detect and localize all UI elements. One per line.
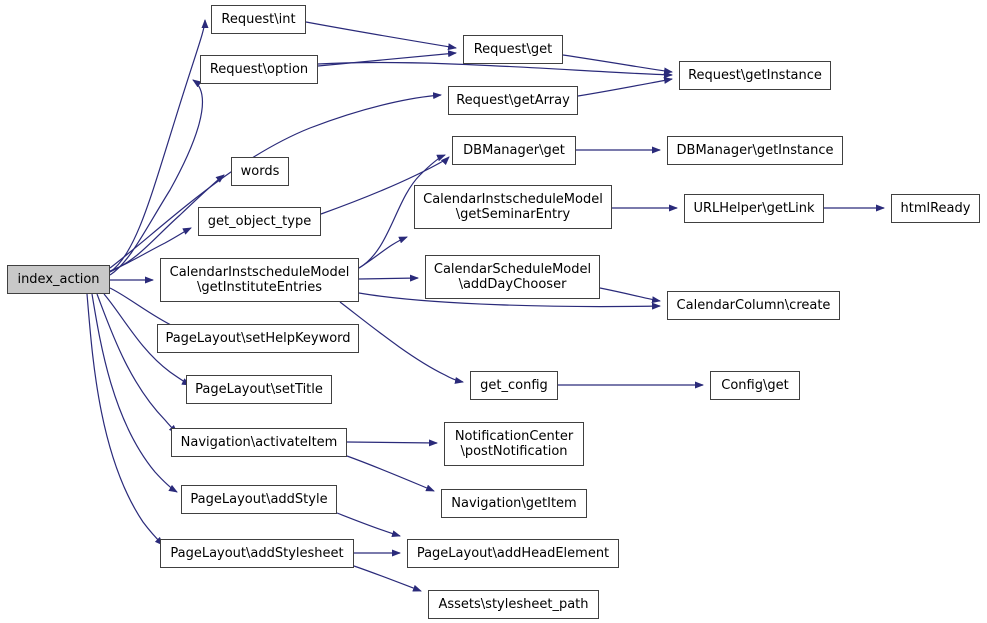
- graph-node-dbmanager_get[interactable]: DBManager\get: [452, 136, 576, 165]
- graph-node-request_get[interactable]: Request\get: [463, 35, 563, 64]
- graph-node-label: htmlReady: [900, 201, 971, 216]
- graph-node-pl_sethelpkeyword[interactable]: PageLayout\setHelpKeyword: [157, 324, 359, 353]
- edge-nav_activateitem-to-notif_post: [346, 439, 438, 447]
- graph-node-label: PageLayout\addHeadElement: [416, 546, 610, 561]
- graph-node-label: Request\int: [221, 12, 296, 27]
- graph-node-index_action[interactable]: index_action: [7, 265, 110, 294]
- graph-node-label: Request\getArray: [456, 93, 570, 108]
- graph-node-pl_addstylesheet[interactable]: PageLayout\addStylesheet: [160, 539, 354, 568]
- graph-node-label: Navigation\activateItem: [180, 435, 338, 450]
- graph-node-label: words: [240, 164, 280, 179]
- graph-node-label: Request\option: [209, 62, 309, 77]
- edge-index_action-to-request_option: [109, 79, 203, 276]
- graph-node-label: Request\get: [473, 42, 553, 57]
- graph-node-request_getarray[interactable]: Request\getArray: [448, 86, 578, 115]
- edge-nav_activateitem-to-nav_getitem: [346, 455, 435, 492]
- edge-request_getarray-to-request_getinstance: [577, 76, 673, 97]
- graph-node-label: CalendarInstscheduleModel \getInstituteE…: [169, 265, 350, 295]
- graph-node-label: Request\getInstance: [688, 68, 822, 83]
- graph-node-assets_sspath[interactable]: Assets\stylesheet_path: [428, 590, 599, 619]
- graph-node-label: Assets\stylesheet_path: [438, 597, 589, 612]
- graph-node-pl_addheadelement[interactable]: PageLayout\addHeadElement: [407, 539, 619, 568]
- graph-node-words[interactable]: words: [231, 157, 289, 186]
- graph-node-label: get_object_type: [207, 214, 312, 229]
- graph-node-request_option[interactable]: Request\option: [200, 55, 318, 84]
- graph-node-label: DBManager\getInstance: [676, 143, 834, 158]
- edge-cal_institute-to-cal_daychooser: [358, 274, 419, 282]
- graph-node-nav_activateitem[interactable]: Navigation\activateItem: [171, 428, 347, 457]
- graph-node-label: PageLayout\addStylesheet: [170, 546, 344, 561]
- graph-node-cal_daychooser[interactable]: CalendarScheduleModel \addDayChooser: [425, 255, 600, 299]
- graph-node-htmlready[interactable]: htmlReady: [891, 194, 980, 223]
- graph-node-label: Config\get: [721, 378, 789, 393]
- graph-node-nav_getitem[interactable]: Navigation\getItem: [441, 489, 587, 518]
- graph-node-label: Navigation\getItem: [451, 496, 577, 511]
- graph-node-pl_addstyle[interactable]: PageLayout\addStyle: [181, 485, 337, 514]
- graph-node-request_getinstance[interactable]: Request\getInstance: [679, 61, 831, 90]
- edge-request_int-to-request_get: [305, 21, 457, 51]
- edge-index_action-to-nav_activateitem: [96, 293, 178, 434]
- graph-node-calcolumn_create[interactable]: CalendarColumn\create: [667, 291, 840, 320]
- graph-node-config_get[interactable]: Config\get: [710, 371, 800, 400]
- graph-node-request_int[interactable]: Request\int: [211, 5, 306, 34]
- graph-node-dbmanager_getinst[interactable]: DBManager\getInstance: [667, 136, 843, 165]
- graph-node-cal_seminar_entry[interactable]: CalendarInstscheduleModel \getSeminarEnt…: [414, 185, 612, 229]
- graph-node-label: CalendarInstscheduleModel \getSeminarEnt…: [423, 192, 603, 222]
- edge-index_action-to-request_int: [109, 19, 209, 273]
- graph-node-cal_institute[interactable]: CalendarInstscheduleModel \getInstituteE…: [160, 258, 359, 302]
- graph-node-label: CalendarColumn\create: [676, 298, 831, 313]
- graph-node-label: PageLayout\setTitle: [195, 382, 323, 397]
- edge-request_option-to-request_get: [317, 50, 457, 67]
- edge-cal_institute-to-cal_seminar_entry: [358, 236, 408, 269]
- edge-request_get-to-request_getinstance: [562, 54, 673, 75]
- edge-request_option-to-request_getinstance: [317, 61, 673, 79]
- graph-node-get_object_type[interactable]: get_object_type: [198, 207, 321, 236]
- graph-node-label: get_config: [480, 378, 548, 393]
- graph-node-notif_post[interactable]: NotificationCenter \postNotification: [444, 422, 584, 466]
- graph-node-label: URLHelper\getLink: [693, 201, 815, 216]
- graph-node-urlhelper_getlink[interactable]: URLHelper\getLink: [684, 194, 824, 223]
- graph-node-label: DBManager\get: [463, 143, 565, 158]
- edge-cal_daychooser-to-calcolumn_create: [599, 287, 661, 304]
- edge-index_action-to-pl_addstylesheet: [86, 293, 164, 546]
- edge-pl_addstylesheet-to-assets_sspath: [353, 565, 422, 592]
- graph-node-pl_settitle[interactable]: PageLayout\setTitle: [186, 375, 332, 404]
- graph-node-label: NotificationCenter \postNotification: [454, 429, 574, 459]
- graph-node-get_config[interactable]: get_config: [470, 371, 558, 400]
- graph-node-label: PageLayout\setHelpKeyword: [165, 331, 351, 346]
- graph-node-label: CalendarScheduleModel \addDayChooser: [433, 262, 592, 292]
- graph-node-label: index_action: [17, 272, 100, 287]
- edge-pl_addstyle-to-pl_addheadelement: [336, 512, 401, 538]
- graph-node-label: PageLayout\addStyle: [190, 492, 328, 507]
